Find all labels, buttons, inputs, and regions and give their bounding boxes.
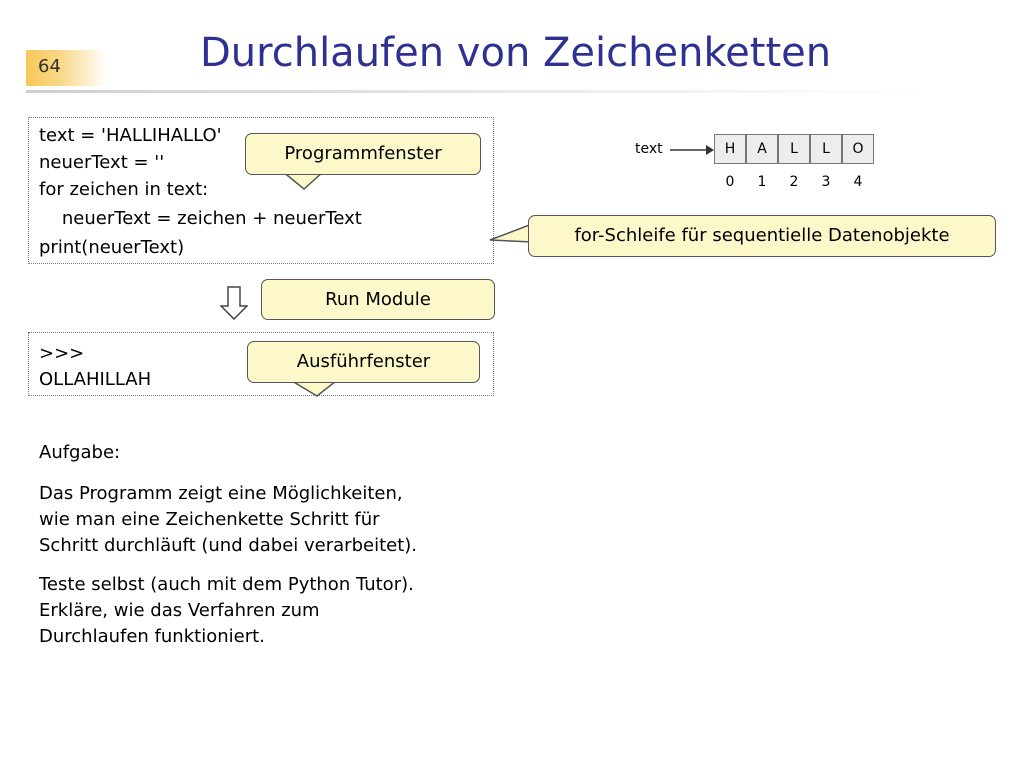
- char-cell: A: [746, 134, 778, 164]
- output-callout-tail: [289, 379, 339, 397]
- program-window: text = 'HALLIHALLO' neuerText = '' for z…: [28, 117, 494, 264]
- char-cell: L: [778, 134, 810, 164]
- task-line: Schritt durchläuft (und dabei verarbeite…: [39, 535, 418, 556]
- char-cell: H: [714, 134, 746, 164]
- slide-number-badge: 64: [26, 50, 106, 86]
- index-label: 2: [789, 174, 799, 190]
- task-heading: Aufgabe:: [39, 442, 121, 463]
- index-label: 3: [821, 174, 831, 190]
- output-line: >>>: [39, 343, 85, 364]
- char-cell: O: [842, 134, 874, 164]
- char-cell: L: [810, 134, 842, 164]
- code-line: for zeichen in text:: [39, 179, 209, 200]
- output-window-callout-label: Ausführfenster: [296, 351, 431, 372]
- code-line: print(neuerText): [39, 237, 185, 258]
- code-line: neuerText = zeichen + neuerText: [39, 208, 362, 229]
- variable-label: text: [635, 141, 663, 157]
- output-line: OLLAHILLAH: [39, 369, 152, 390]
- index-label: 0: [725, 174, 735, 190]
- program-window-callout: Programmfenster: [245, 133, 481, 175]
- down-arrow-icon: [220, 286, 248, 320]
- task-line: Teste selbst (auch mit dem Python Tutor)…: [39, 574, 414, 595]
- output-window: >>> OLLAHILLAH: [28, 332, 494, 396]
- task-line: Erkläre, wie das Verfahren zum: [39, 600, 320, 621]
- task-line: Das Programm zeigt eine Möglichkeiten,: [39, 483, 403, 504]
- task-line: Durchlaufen funktioniert.: [39, 626, 265, 647]
- index-label: 4: [853, 174, 863, 190]
- loop-callout-label: for-Schleife für sequentielle Datenobjek…: [574, 225, 950, 246]
- code-line: neuerText = '': [39, 152, 165, 173]
- run-module-label: Run Module: [325, 289, 431, 310]
- slide-title: Durchlaufen von Zeichenketten: [200, 30, 832, 76]
- task-paragraph-1: Das Programm zeigt eine Möglichkeiten, w…: [39, 481, 417, 559]
- output-window-callout: Ausführfenster: [247, 341, 480, 383]
- run-module-button[interactable]: Run Module: [261, 279, 495, 320]
- task-line: wie man eine Zeichenkette Schritt für: [39, 509, 380, 530]
- code-line: text = 'HALLIHALLO': [39, 125, 222, 146]
- task-paragraph-2: Teste selbst (auch mit dem Python Tutor)…: [39, 572, 414, 650]
- slide-number: 64: [38, 56, 61, 77]
- pointer-arrow-icon: [670, 145, 714, 155]
- title-underline: [26, 90, 926, 93]
- index-label: 1: [757, 174, 767, 190]
- program-window-callout-label: Programmfenster: [284, 143, 442, 164]
- loop-callout: for-Schleife für sequentielle Datenobjek…: [528, 215, 996, 257]
